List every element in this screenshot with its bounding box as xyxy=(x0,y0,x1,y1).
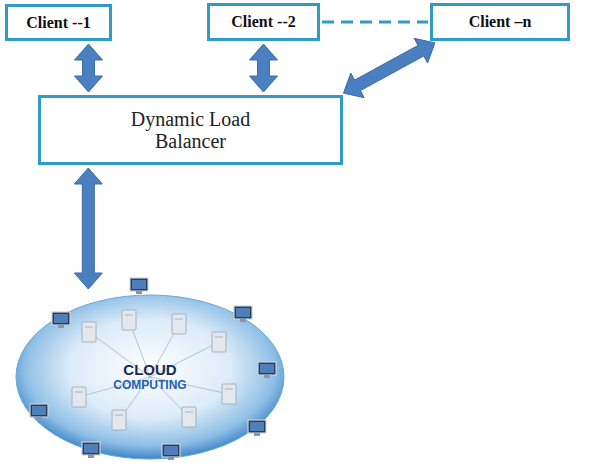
client-box: Client --1 xyxy=(5,4,112,41)
load-balancer-box: Dynamic Load Balancer xyxy=(38,95,343,165)
dashed-connector xyxy=(322,21,428,24)
client-label: Client --1 xyxy=(26,14,90,32)
cloud-node: CLOUDCOMPUTING xyxy=(12,292,288,462)
client-box: Client --2 xyxy=(207,3,320,41)
cloud-label: COMPUTING xyxy=(113,379,186,392)
block-arrow xyxy=(344,38,435,97)
block-arrow xyxy=(75,44,103,92)
cloud-label: CLOUD xyxy=(123,362,176,379)
balancer-label: Dynamic Load Balancer xyxy=(128,108,253,152)
block-arrow xyxy=(74,168,102,289)
block-arrow xyxy=(250,44,278,92)
client-label: Client --2 xyxy=(231,13,295,31)
client-box: Client –n xyxy=(430,3,570,41)
client-label: Client –n xyxy=(469,13,532,31)
